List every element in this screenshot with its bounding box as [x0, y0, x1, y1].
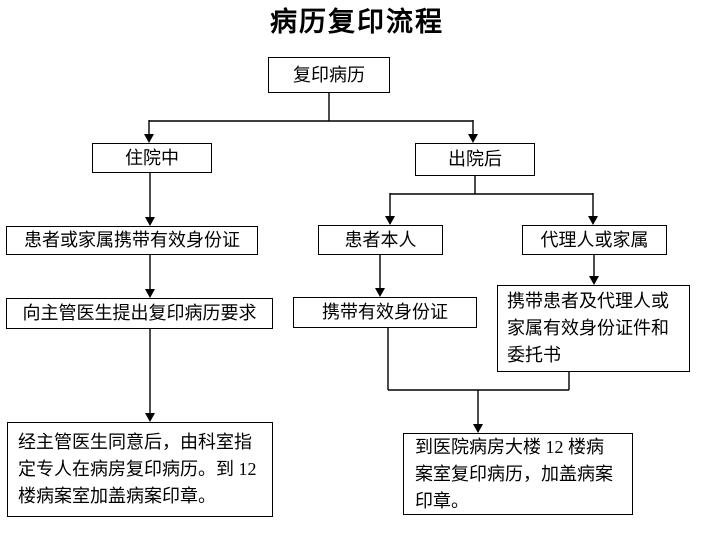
arrowhead-to-agent	[588, 216, 598, 225]
node-record-room-procedure: 到医院病房大楼 12 楼病案室复印病历，加盖病案印章。	[403, 433, 633, 515]
arrowhead-to-in-hospital	[144, 134, 154, 143]
node-carry-valid-id: 携带有效身份证	[293, 297, 477, 328]
arrowhead-inhospital-to-id	[145, 217, 155, 226]
node-agent-documents: 携带患者及代理人或家属有效身份证件和委托书	[497, 285, 690, 372]
arrowhead-id-to-request	[145, 289, 155, 298]
arrowhead-request-to-result	[145, 413, 155, 422]
node-agent-or-family: 代理人或家属	[522, 225, 667, 255]
node-patient-or-family-id: 患者或家属携带有效身份证	[6, 226, 258, 255]
arrowhead-to-after-discharge	[468, 134, 478, 143]
node-patient-self: 患者本人	[318, 225, 443, 255]
node-in-hospital: 住院中	[92, 143, 212, 173]
node-inpatient-copy-procedure: 经主管医生同意后，由科室指定专人在病房复印病历。到 12 楼病案室加盖病案印章。	[7, 422, 273, 517]
node-after-discharge: 出院后	[415, 143, 535, 176]
arrowhead-agent-to-docs	[589, 276, 599, 285]
arrowhead-to-patient-self	[385, 216, 395, 225]
arrowhead-merge-to-result	[473, 424, 483, 433]
page-title: 病历复印流程	[270, 7, 444, 37]
node-copy-medical-record: 复印病历	[268, 57, 390, 93]
node-request-to-doctor: 向主管医生提出复印病历要求	[6, 298, 273, 329]
arrowhead-self-to-id	[375, 288, 385, 297]
